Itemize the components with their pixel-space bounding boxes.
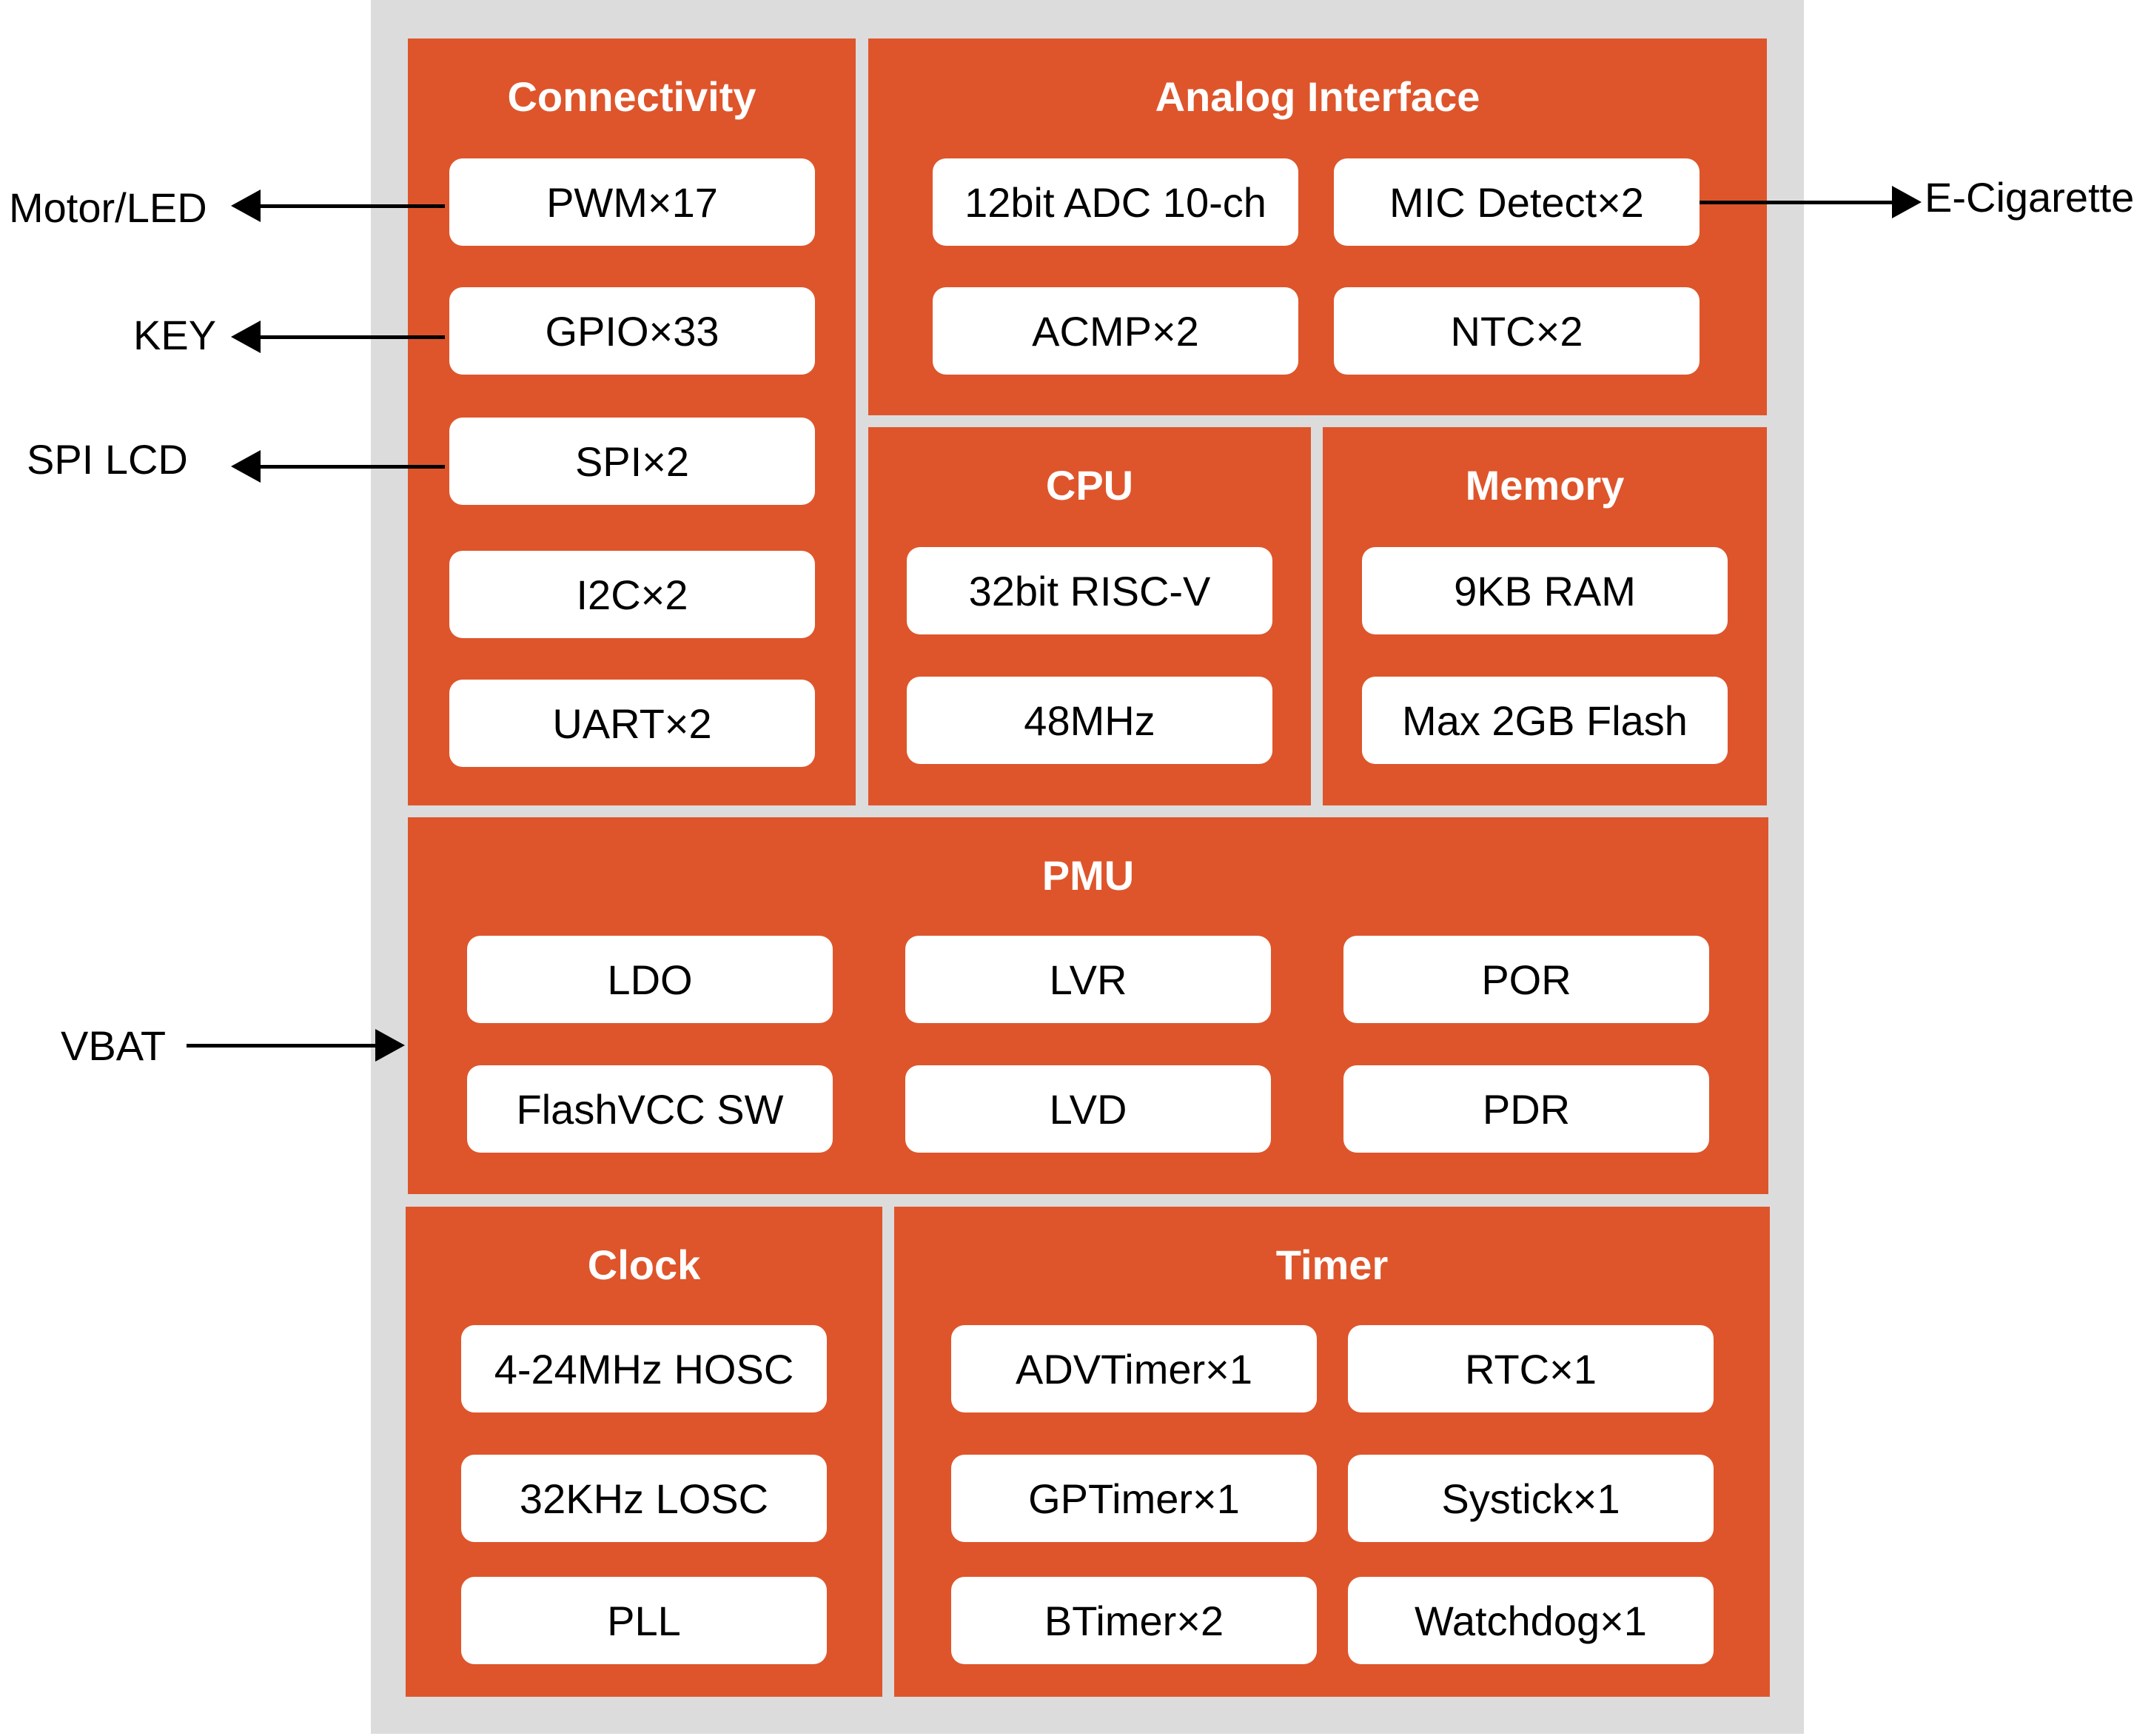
cpu-item-core: 32bit RISC-V	[907, 547, 1272, 634]
memory-title: Memory	[1465, 462, 1625, 509]
arrow-left-icon	[231, 321, 261, 353]
timer-title: Timer	[1275, 1241, 1389, 1288]
pmu-item-pdr: PDR	[1343, 1065, 1709, 1153]
analog-item-ntc: NTC×2	[1334, 287, 1700, 375]
connectivity-item-pwm: PWM×17	[449, 158, 815, 246]
connectivity-item-spi: SPI×2	[449, 418, 815, 505]
analog-interface-block: Analog Interface 12bit ADC 10-ch MIC Det…	[868, 38, 1767, 415]
cpu-title: CPU	[1045, 462, 1134, 509]
connector-line	[259, 204, 445, 208]
memory-item-ram: 9KB RAM	[1362, 547, 1728, 634]
memory-item-flash: Max 2GB Flash	[1362, 677, 1728, 764]
connector-line	[259, 335, 445, 339]
analog-item-adc: 12bit ADC 10-ch	[933, 158, 1298, 246]
connectivity-title: Connectivity	[507, 73, 756, 120]
arrow-left-icon	[231, 450, 261, 483]
connectivity-item-uart: UART×2	[449, 680, 815, 767]
analog-item-mic-detect: MIC Detect×2	[1334, 158, 1700, 246]
arrow-left-icon	[231, 190, 261, 222]
timer-item-gptimer: GPTimer×1	[951, 1455, 1317, 1542]
pmu-item-lvr: LVR	[905, 936, 1271, 1023]
pmu-item-flashvcc-sw: FlashVCC SW	[467, 1065, 833, 1153]
clock-title: Clock	[587, 1241, 701, 1288]
clock-item-pll: PLL	[461, 1577, 827, 1664]
connectivity-block: Connectivity PWM×17 GPIO×33 SPI×2 I2C×2 …	[408, 38, 856, 805]
label-vbat: VBAT	[61, 1022, 167, 1069]
analog-interface-title: Analog Interface	[1155, 73, 1480, 120]
label-motor-led: Motor/LED	[9, 184, 207, 231]
analog-item-acmp: ACMP×2	[933, 287, 1298, 375]
timer-item-rtc: RTC×1	[1348, 1325, 1714, 1412]
connector-line	[1700, 201, 1892, 204]
timer-item-btimer: BTimer×2	[951, 1577, 1317, 1664]
timer-item-systick: Systick×1	[1348, 1455, 1714, 1542]
connector-line	[259, 465, 445, 469]
label-spi-lcd: SPI LCD	[27, 436, 188, 483]
pmu-item-por: POR	[1343, 936, 1709, 1023]
clock-item-losc: 32KHz LOSC	[461, 1455, 827, 1542]
pmu-item-ldo: LDO	[467, 936, 833, 1023]
timer-block: Timer ADVTimer×1 RTC×1 GPTimer×1 Systick…	[894, 1207, 1770, 1697]
pmu-block: PMU LDO LVR POR FlashVCC SW LVD PDR	[408, 817, 1768, 1194]
timer-item-watchdog: Watchdog×1	[1348, 1577, 1714, 1664]
label-key: KEY	[133, 312, 217, 358]
pmu-title: PMU	[1041, 852, 1135, 899]
connector-line	[187, 1044, 375, 1048]
clock-block: Clock 4-24MHz HOSC 32KHz LOSC PLL	[406, 1207, 882, 1697]
memory-block: Memory 9KB RAM Max 2GB Flash	[1323, 427, 1767, 805]
arrow-right-icon	[1892, 186, 1922, 218]
cpu-item-frequency: 48MHz	[907, 677, 1272, 764]
connectivity-item-i2c: I2C×2	[449, 551, 815, 638]
label-e-cigarette: E-Cigarette	[1925, 174, 2135, 221]
clock-item-hosc: 4-24MHz HOSC	[461, 1325, 827, 1412]
connectivity-item-gpio: GPIO×33	[449, 287, 815, 375]
timer-item-advtimer: ADVTimer×1	[951, 1325, 1317, 1412]
cpu-block: CPU 32bit RISC-V 48MHz	[868, 427, 1311, 805]
pmu-item-lvd: LVD	[905, 1065, 1271, 1153]
arrow-right-icon	[375, 1029, 405, 1062]
